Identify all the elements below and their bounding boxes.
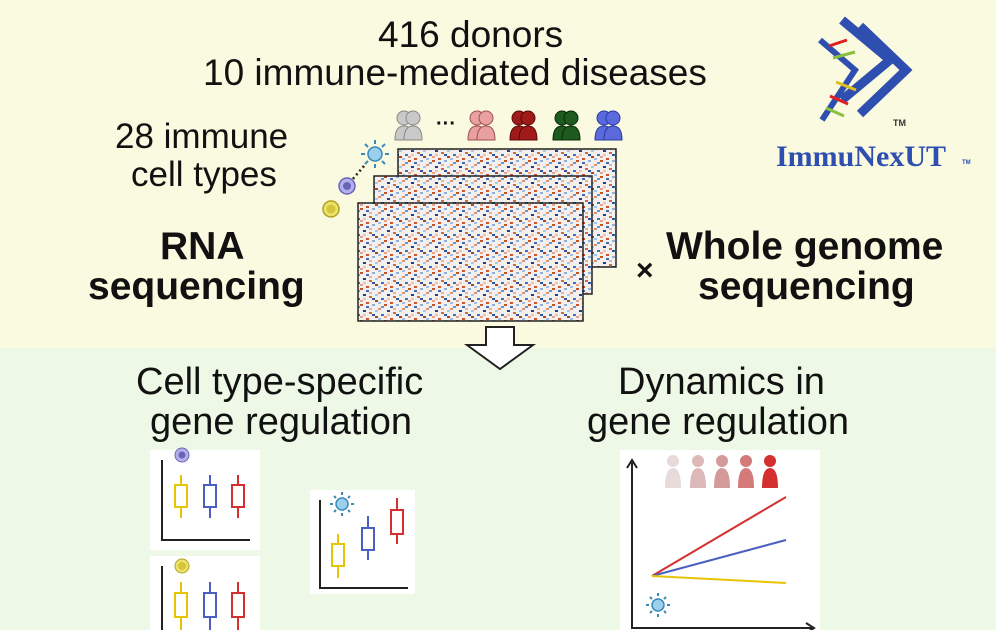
box-blue	[203, 475, 217, 518]
arrow-down-icon	[463, 326, 537, 371]
people-ellipsis: ···	[436, 113, 456, 135]
finding-right-line2: gene regulation	[587, 401, 849, 443]
person-icon	[665, 455, 681, 488]
dendritic-cell-icon	[361, 140, 389, 168]
lymphocyte-icon	[322, 200, 340, 218]
person-icon	[762, 455, 778, 488]
finding-left-line1: Cell type-specific	[136, 361, 424, 403]
line-yellow	[651, 575, 787, 584]
cell-types-label-line1: 28 immune	[115, 117, 289, 156]
person-icon	[394, 110, 423, 141]
rna-seq-label-line1: RNA	[160, 225, 245, 268]
rna-seq-label-line2: sequencing	[88, 265, 305, 308]
line-blue	[651, 539, 787, 577]
times-symbol: ×	[636, 254, 654, 287]
person-icon	[690, 455, 706, 488]
logo-trademark: TM	[893, 118, 906, 128]
monocyte-icon	[174, 447, 190, 463]
donors-count: 416 donors	[378, 14, 564, 55]
cell-type-chart-1	[150, 447, 260, 550]
logo-wordmark: ImmuNexUT	[776, 140, 946, 173]
finding-left-line2: gene regulation	[150, 401, 412, 443]
cell-dots	[351, 165, 365, 181]
box-yellow	[174, 475, 188, 518]
dynamics-chart	[620, 450, 820, 630]
monocyte-icon	[338, 177, 356, 195]
person-icon	[738, 455, 754, 488]
wgs-label-line2: sequencing	[698, 265, 915, 308]
logo-trademark-small: TM	[962, 160, 971, 166]
lymphocyte-icon	[174, 558, 190, 574]
line-red	[651, 496, 787, 577]
person-icon	[594, 110, 623, 141]
box-red	[231, 475, 245, 518]
heatmap-front	[357, 202, 584, 322]
cell-types-label-line2: cell types	[131, 155, 277, 194]
dna-helix-logo-icon	[818, 16, 913, 122]
cell-type-chart-3	[310, 490, 415, 594]
person-icon	[509, 110, 538, 141]
person-icon	[552, 110, 581, 141]
dendritic-cell-icon	[646, 593, 670, 617]
person-icon	[467, 110, 496, 141]
cell-type-chart-2	[150, 556, 260, 630]
finding-right-line1: Dynamics in	[618, 361, 825, 403]
diseases-count: 10 immune-mediated diseases	[203, 52, 707, 93]
wgs-label-line1: Whole genome	[666, 225, 944, 268]
dendritic-cell-icon	[330, 492, 354, 516]
person-icon	[714, 455, 730, 488]
